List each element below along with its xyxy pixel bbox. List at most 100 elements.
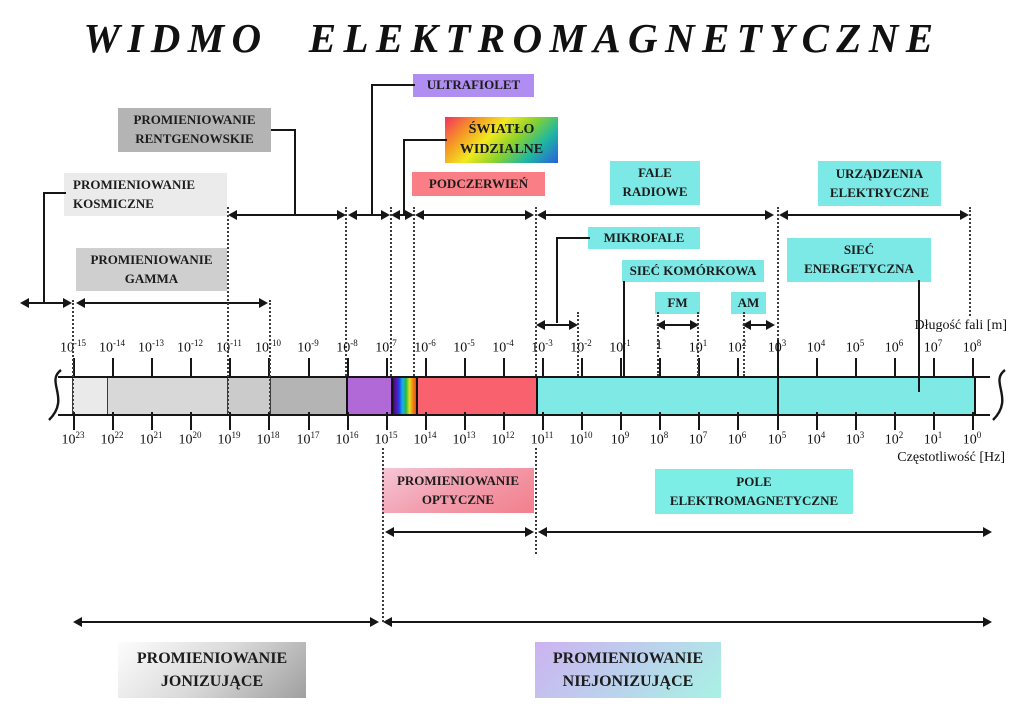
range-arrow-am: [742, 320, 775, 330]
gridline-1e-8m: [345, 207, 347, 376]
band-box-kosmiczne: PROMIENIOWANIE KOSMICZNE: [64, 173, 227, 216]
wavelength-tick-label: 10-7: [375, 338, 397, 356]
wavelength-tick-label: 10-15: [60, 338, 86, 356]
connector-ultrafiolet: [371, 84, 373, 215]
frequency-tick-label: 103: [845, 430, 865, 448]
connector-siec-komorkowa: [623, 281, 625, 377]
spectrum-segment-visible: [391, 378, 418, 414]
wavelength-tick-label: 107: [923, 338, 943, 356]
page-title: WIDMO ELEKTROMAGNETYCZNE: [83, 15, 941, 61]
frequency-tick-label: 1020: [178, 430, 202, 448]
band-box-am: AM: [731, 292, 766, 314]
frequency-tick-label: 102: [884, 430, 904, 448]
gridline-optyczne-start: [382, 448, 384, 622]
band-box-urzadzenia-elektryczne: URZĄDZENIA ELEKTRYCZNE: [818, 161, 941, 206]
band-box-swiatlo-widzialne: ŚWIATŁO WIDZIALNE: [445, 117, 558, 163]
axis-break-right: [992, 369, 1006, 421]
tick-mark-frequency: [581, 412, 583, 430]
gridline-1e-3m: [535, 207, 537, 376]
tick-mark-wavelength: [737, 358, 739, 376]
tick-mark-frequency: [425, 412, 427, 430]
frequency-tick-label: 1013: [452, 430, 476, 448]
tick-mark-wavelength: [151, 358, 153, 376]
band-box-rentgen: PROMIENIOWANIE RENTGENOWSKIE: [118, 108, 271, 152]
wavelength-tick-label: 106: [884, 338, 904, 356]
gridline-mikrofale-end: [577, 312, 579, 376]
frequency-tick-label: 106: [727, 430, 747, 448]
tick-mark-frequency: [855, 412, 857, 430]
wavelength-tick-label: 10-11: [216, 338, 242, 356]
tick-mark-wavelength: [73, 358, 75, 376]
tick-mark-wavelength: [542, 358, 544, 376]
spectrum-segment-gray3: [227, 378, 271, 414]
range-arrow-podczerwien: [415, 210, 534, 220]
spectrum-segment-radio: [536, 378, 976, 414]
tick-mark-wavelength: [581, 358, 583, 376]
range-arrow-urzadzenia: [779, 210, 969, 220]
range-arrow-niejonizujace: [383, 617, 992, 627]
tick-mark-frequency: [268, 412, 270, 430]
band-box-ultrafiolet: ULTRAFIOLET: [413, 74, 534, 97]
band-box-fm: FM: [655, 292, 700, 314]
tick-mark-frequency: [347, 412, 349, 430]
range-arrow-pole-em: [538, 527, 992, 537]
tick-mark-frequency: [73, 412, 75, 430]
wavelength-tick-label: 10-5: [453, 338, 475, 356]
band-box-podczerwien: PODCZERWIEŃ: [412, 172, 545, 196]
tick-mark-wavelength: [659, 358, 661, 376]
spectrum-segment-ir: [416, 378, 538, 414]
tick-mark-wavelength: [933, 358, 935, 376]
connector-rentgen: [294, 129, 296, 216]
gridline-1e-11m: [227, 207, 229, 413]
frequency-tick-label: 1023: [61, 430, 85, 448]
tick-mark-frequency: [659, 412, 661, 430]
frequency-tick-label: 107: [688, 430, 708, 448]
gridline-1e-10m: [269, 300, 271, 413]
frequency-tick-label: 108: [649, 430, 669, 448]
wavelength-tick-label: 10-9: [297, 338, 319, 356]
tick-mark-wavelength: [464, 358, 466, 376]
frequency-tick-label: 109: [610, 430, 630, 448]
spectrum-segment-gray2: [107, 378, 228, 414]
tick-mark-wavelength: [503, 358, 505, 376]
wavelength-tick-label: 10-2: [570, 338, 592, 356]
gridline-visible-ir: [413, 207, 415, 376]
connector-ultrafiolet: [371, 84, 415, 86]
tick-mark-frequency: [698, 412, 700, 430]
wavelength-tick-label: 10-14: [99, 338, 125, 356]
frequency-axis-label: Częstotliwość [Hz]: [897, 450, 1005, 465]
tick-mark-wavelength: [816, 358, 818, 376]
divider-radio-electric: [777, 340, 779, 428]
range-arrow-gamma: [76, 298, 268, 308]
frequency-tick-label: 1016: [335, 430, 359, 448]
spectrum-segment-gray1: [72, 378, 108, 414]
range-arrow-fale-radiowe: [537, 210, 774, 220]
gridline-optyczne-end: [535, 448, 537, 554]
connector-siec-energetyczna: [918, 280, 920, 392]
band-box-siec-energetyczna: SIEĆ ENERGETYCZNA: [787, 238, 931, 282]
tick-mark-frequency: [542, 412, 544, 430]
tick-mark-frequency: [737, 412, 739, 430]
gridline-1e-7m: [390, 207, 392, 376]
range-arrow-ultrafiolet: [348, 210, 390, 220]
band-box-siec-komorkowa: SIEĆ KOMÓRKOWA: [622, 260, 764, 282]
frequency-tick-label: 104: [806, 430, 826, 448]
tick-mark-frequency: [464, 412, 466, 430]
wavelength-tick-label: 10-13: [138, 338, 164, 356]
wavelength-tick-label: 104: [806, 338, 826, 356]
gridline-am-start: [743, 312, 745, 376]
tick-mark-frequency: [933, 412, 935, 430]
frequency-tick-label: 1011: [530, 430, 554, 448]
tick-mark-wavelength: [229, 358, 231, 376]
tick-mark-frequency: [229, 412, 231, 430]
tick-mark-wavelength: [620, 358, 622, 376]
wavelength-tick-label: 105: [845, 338, 865, 356]
gridline-1e8m: [969, 207, 971, 316]
frequency-tick-label: 1022: [100, 430, 124, 448]
frequency-tick-label: 1014: [413, 430, 437, 448]
tick-mark-wavelength: [190, 358, 192, 376]
range-arrow-swiatlo: [391, 210, 414, 220]
tick-mark-frequency: [308, 412, 310, 430]
frequency-tick-label: 1019: [217, 430, 241, 448]
